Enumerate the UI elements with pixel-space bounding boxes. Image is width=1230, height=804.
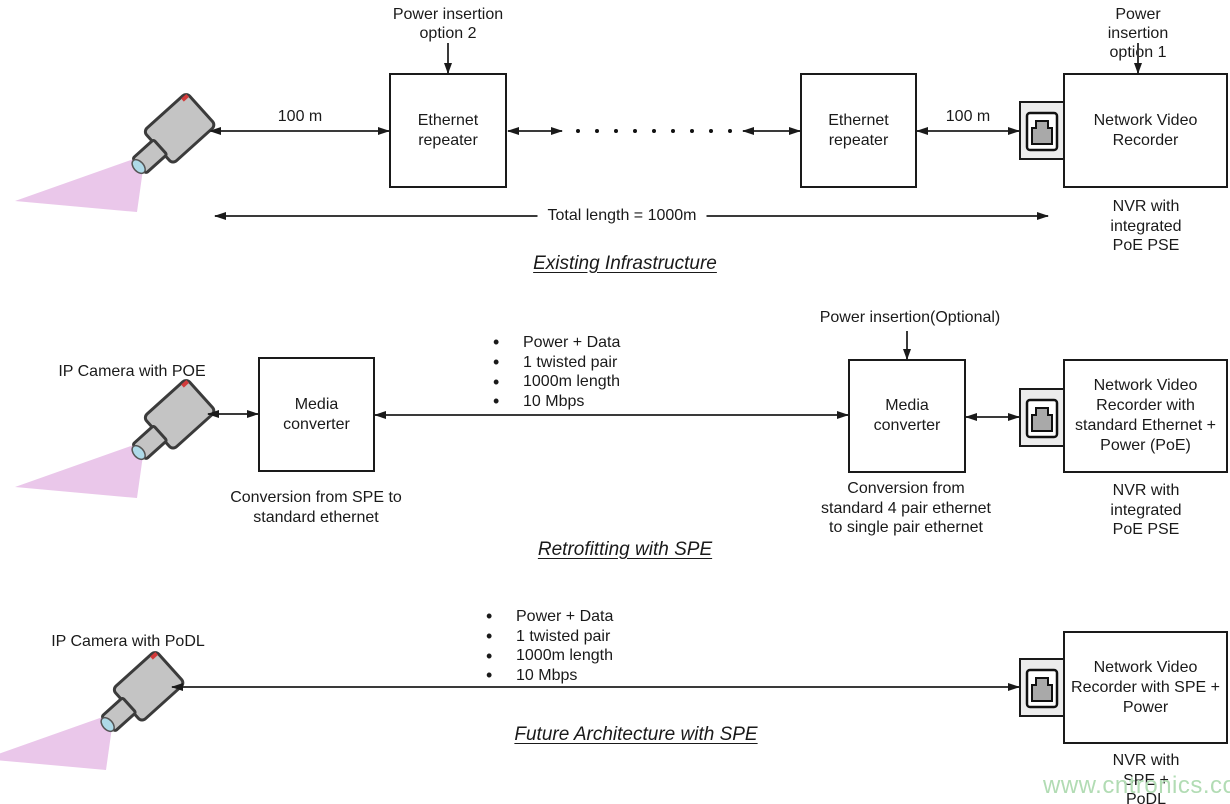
- dots-repeater2-arrow: [743, 130, 800, 132]
- ip-camera-podl-label: IP Camera with PoDL: [51, 633, 205, 650]
- nvr-caption-2: NVR with integrated PoE PSE: [1110, 482, 1182, 539]
- distance-label-1: 100 m: [277, 108, 323, 125]
- section-title-retrofit: Retrofitting with SPE: [537, 539, 713, 560]
- nvr-box-1: Network Video Recorder: [1063, 73, 1228, 188]
- power-insertion-optional-arrow: [906, 331, 908, 359]
- bullet-icon: [481, 626, 516, 647]
- list-item: 1 twisted pair: [481, 627, 613, 647]
- power-insertion-option2-arrow: [447, 43, 449, 73]
- power-insertion-optional-label: Power insertion(Optional): [819, 309, 1001, 326]
- converter-nvr-arrow: [966, 416, 1019, 418]
- rj45-connector-icon: [1019, 101, 1065, 160]
- list-item: 1000m length: [488, 372, 620, 392]
- bullet-icon: [488, 391, 523, 412]
- ip-camera-icon: [0, 651, 185, 770]
- section-title-future: Future Architecture with SPE: [514, 724, 758, 745]
- camera-repeater-arrow: [210, 130, 389, 132]
- bullet-icon: [488, 352, 523, 373]
- rj45-connector-icon: [1019, 388, 1065, 447]
- power-insertion-option1-arrow: [1137, 43, 1139, 73]
- power-insertion-option1-label: Power insertion option 1: [1107, 6, 1169, 61]
- camera-light-cone: [15, 441, 145, 498]
- bullet-icon: [481, 646, 516, 667]
- ip-camera-poe-label: IP Camera with POE: [58, 363, 206, 380]
- camera-light-cone: [15, 155, 145, 212]
- list-item: 10 Mbps: [481, 666, 613, 686]
- ellipsis-dots: [576, 128, 732, 133]
- ethernet-repeater-box-2: Ethernet repeater: [800, 73, 917, 188]
- ethernet-repeater-box-1: Ethernet repeater: [389, 73, 507, 188]
- total-length-label: Total length = 1000m: [537, 207, 707, 225]
- list-item: 10 Mbps: [488, 392, 620, 412]
- list-item: Power + Data: [481, 607, 613, 627]
- rj45-connector-icon: [1019, 658, 1065, 717]
- spe-link-properties-list: Power + Data 1 twisted pair 1000m length…: [481, 607, 613, 686]
- ip-camera-icon: [15, 379, 216, 498]
- converter2-caption: Conversion from standard 4 pair ethernet…: [821, 480, 991, 537]
- ip-camera-icon: [15, 93, 216, 212]
- converter-converter-arrow: [375, 414, 848, 416]
- bullet-icon: [488, 332, 523, 353]
- rj45-plug: [1031, 407, 1053, 432]
- list-item: Power + Data: [488, 333, 620, 353]
- media-converter-box-1: Media converter: [258, 357, 375, 472]
- camera-nvr-arrow: [172, 686, 1019, 688]
- repeater2-nvr-arrow: [917, 130, 1019, 132]
- converter1-caption: Conversion from SPE to standard ethernet: [230, 489, 402, 526]
- nvr-box-2: Network Video Recorder with standard Eth…: [1063, 359, 1228, 473]
- nvr-box-3: Network Video Recorder with SPE + Power: [1063, 631, 1228, 744]
- bullet-icon: [488, 372, 523, 393]
- nvr-caption-3: NVR with SPE + PoDL: [1112, 752, 1180, 804]
- bullet-icon: [481, 665, 516, 686]
- media-converter-box-2: Media converter: [848, 359, 966, 473]
- list-item: 1 twisted pair: [488, 353, 620, 373]
- camera-converter-arrow: [208, 413, 258, 415]
- spe-link-properties-list: Power + Data 1 twisted pair 1000m length…: [488, 333, 620, 412]
- rj45-plug: [1031, 677, 1053, 702]
- power-insertion-option2-label: Power insertion option 2: [392, 6, 504, 42]
- nvr-caption-1: NVR with integrated PoE PSE: [1110, 198, 1182, 255]
- bullet-icon: [481, 606, 516, 627]
- watermark-text: www.cntronics.com: [1043, 772, 1230, 799]
- camera-light-cone: [0, 713, 114, 770]
- distance-label-2: 100 m: [945, 108, 991, 125]
- rj45-plug: [1031, 120, 1053, 145]
- list-item: 1000m length: [481, 646, 613, 666]
- repeater1-dots-arrow: [508, 130, 562, 132]
- section-title-existing: Existing Infrastructure: [533, 253, 717, 274]
